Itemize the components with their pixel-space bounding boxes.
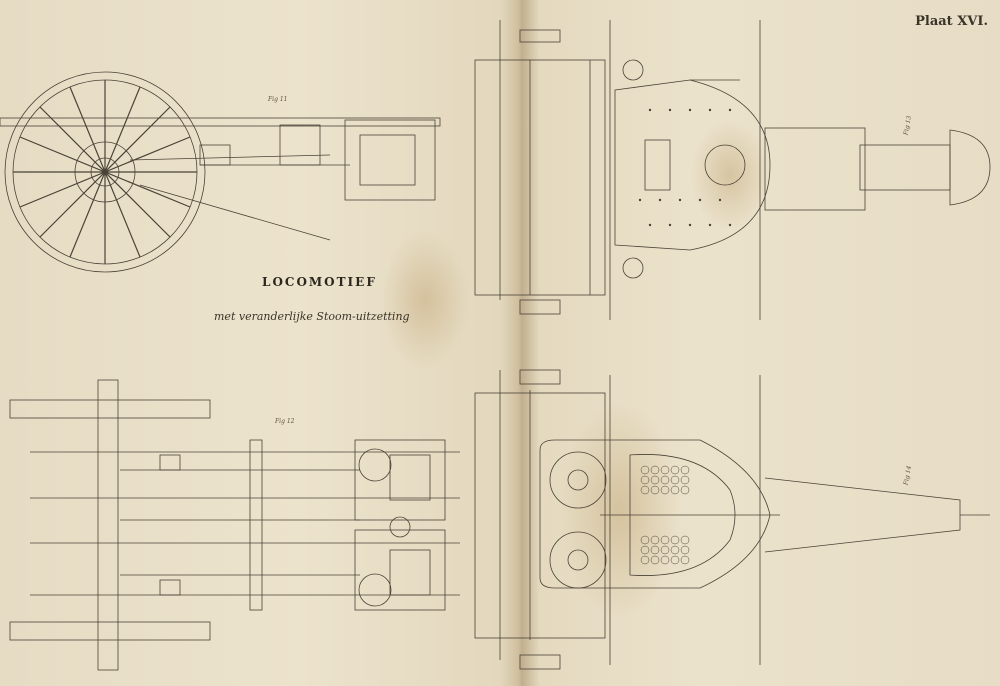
figure-label-plan: Fig 12 — [275, 418, 295, 425]
center-fold — [500, 0, 540, 686]
water-stain — [560, 400, 680, 620]
front-view-drawing — [474, 20, 991, 320]
side-view-drawing — [0, 71, 441, 273]
plan-view-drawing — [9, 379, 460, 671]
plate-label: Plaat XVI. — [915, 14, 988, 29]
page-subtitle: met veranderlijke Stoom-uitzetting — [214, 310, 410, 323]
page-title: LOCOMOTIEF — [262, 275, 377, 289]
section-view-drawing — [474, 369, 990, 670]
water-stain — [690, 120, 770, 230]
figure-label-side: Fig 11 — [268, 96, 288, 103]
water-stain — [380, 230, 470, 370]
